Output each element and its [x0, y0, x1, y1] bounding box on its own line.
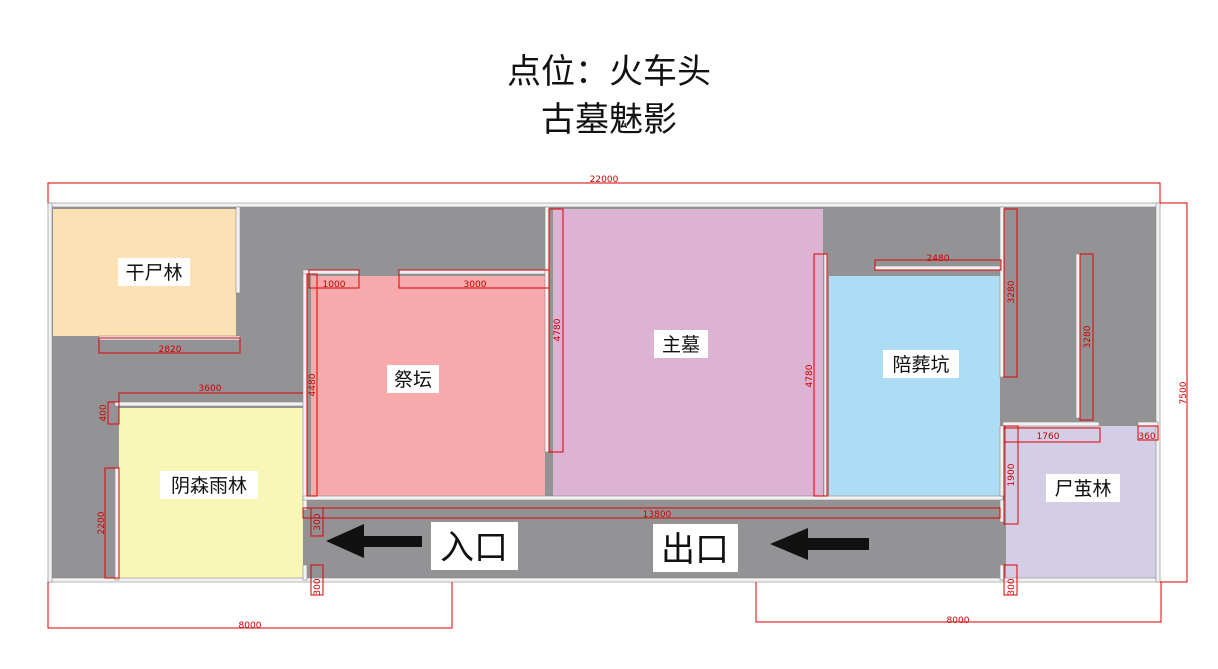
dim-total-width: 22000 [590, 175, 619, 185]
dim-total-height: 7500 [1179, 381, 1189, 404]
dimension-labels: 22000 7500 1000 3000 2480 2820 3600 400 … [97, 175, 1189, 631]
wall-entrance-stub [302, 564, 308, 581]
dim-4780-left: 4780 [553, 318, 563, 341]
label-yinsenyulin: 阴森雨林 [171, 475, 247, 497]
wall-pei-right [999, 206, 1005, 378]
label-bg-yinsenyulin [160, 471, 258, 499]
wall-shi-top [1002, 421, 1100, 427]
exit-label: 出口 [661, 530, 729, 570]
wall-ji-top-right [398, 269, 550, 275]
label-bg-peizangkeng [883, 350, 959, 378]
label-bg-shijianlin [1046, 474, 1120, 502]
wall-yin-left [114, 467, 120, 581]
walls [47, 202, 1161, 583]
wall-pei-top [874, 265, 1002, 271]
label-bg-jitan [387, 365, 439, 393]
dim-360: 360 [1138, 432, 1155, 442]
wall-corridor-end [999, 499, 1005, 523]
exit-label-bg [653, 524, 738, 572]
dim-4780-right: 4780 [805, 364, 815, 387]
dim-2480: 2480 [927, 254, 950, 264]
label-ganshilin: 干尸林 [125, 262, 182, 284]
wall-zhu-left [544, 206, 550, 453]
label-zhumu: 主墓 [662, 334, 700, 356]
label-shijianlin: 尸茧林 [1054, 478, 1111, 500]
wall-gan-right [235, 206, 241, 294]
dim-1900: 1900 [1007, 463, 1017, 486]
left-arrow-icon [326, 524, 422, 558]
wall-shi-left [999, 425, 1005, 497]
wall-inner-right [1075, 253, 1081, 419]
entrance-label: 入口 [440, 528, 508, 568]
wall-exit-stub [999, 564, 1005, 581]
dim-13800: 13800 [643, 510, 672, 520]
dim-300-bottom-right: 300 [1007, 578, 1017, 595]
wall-top [47, 202, 1161, 208]
dim-8000-right: 8000 [947, 616, 970, 626]
dim-4480: 4480 [308, 373, 318, 396]
wall-shi-top-right [1137, 421, 1159, 427]
dim-8000-left: 8000 [239, 621, 262, 631]
wall-right [1155, 202, 1161, 583]
dim-3600: 3600 [199, 384, 222, 394]
wall-bottom [47, 577, 1161, 583]
wall-corridor-top [302, 495, 1004, 501]
dim-3280-b: 3280 [1083, 325, 1093, 348]
dimension-lines [47, 182, 1188, 629]
title-attraction: 古墓魅影 [541, 100, 677, 140]
left-arrow-icon [770, 528, 869, 560]
dim-1760: 1760 [1037, 432, 1060, 442]
dim-3000: 3000 [464, 280, 487, 290]
label-bg-zhumu [654, 330, 708, 358]
label-peizangkeng: 陪葬坑 [892, 354, 949, 376]
dim-300-entrance: 300 [313, 513, 323, 530]
entrance-label-bg [431, 522, 518, 570]
wall-left [47, 202, 53, 583]
label-jitan: 祭坛 [394, 369, 432, 391]
dim-3280-a: 3280 [1007, 280, 1017, 303]
wall-ji-top-left [302, 269, 360, 275]
wall-ji-left [302, 269, 308, 511]
room-labels: 干尸林 祭坛 主墓 陪葬坑 尸茧林 阴森雨林 [118, 258, 1120, 502]
dim-1000: 1000 [323, 280, 346, 290]
room-shijianlin[interactable] [1006, 426, 1156, 579]
wall-yin-top [114, 401, 306, 407]
dim-300-bottom-left: 300 [313, 578, 323, 595]
title-location: 点位：火车头 [507, 52, 711, 92]
label-bg-ganshilin [118, 258, 190, 286]
dim-400: 400 [99, 404, 109, 421]
dim-2200: 2200 [97, 511, 107, 534]
dim-2820: 2820 [159, 345, 182, 355]
room-peizangkeng[interactable] [829, 276, 1000, 496]
